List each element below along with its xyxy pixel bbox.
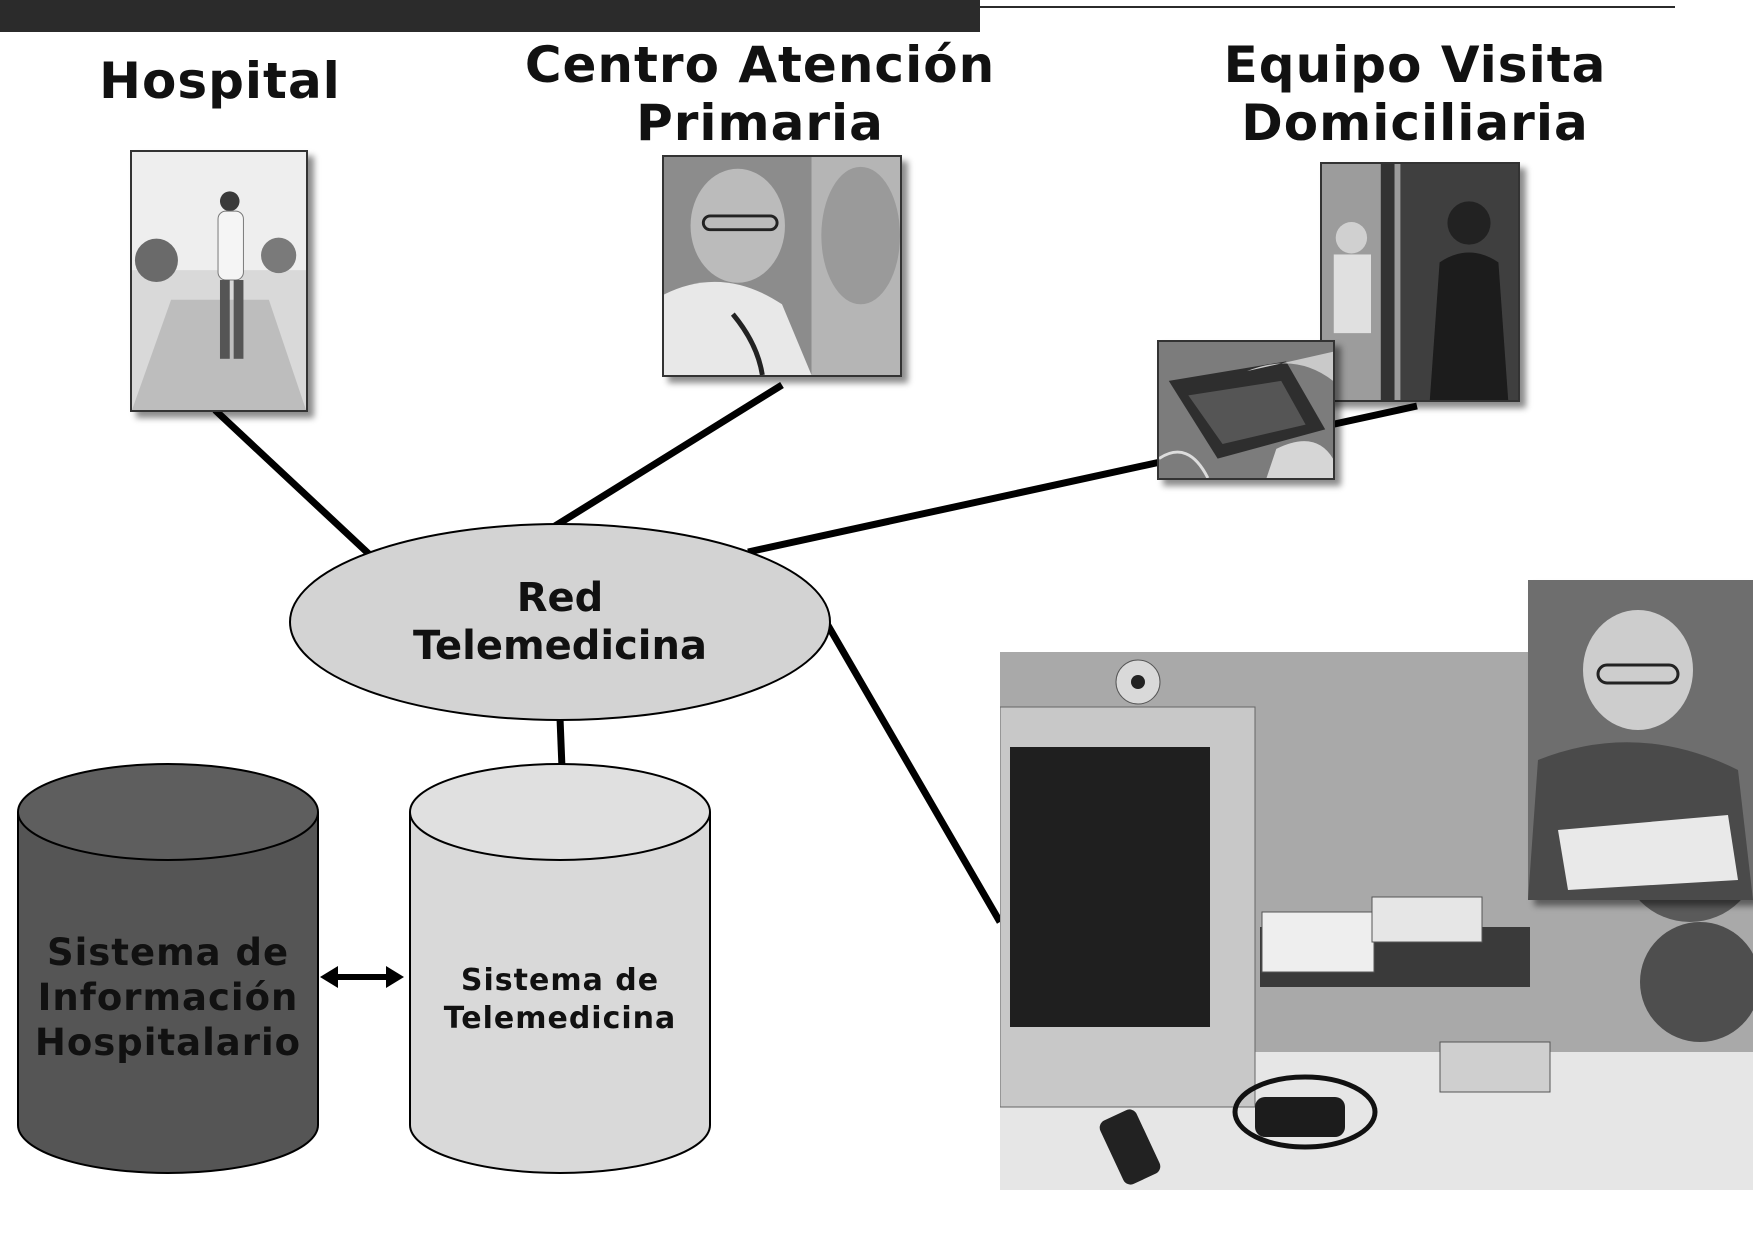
- telemedicine-database-cylinder: [409, 763, 711, 1174]
- tele-label-line2: Telemedicina: [443, 1001, 677, 1036]
- his-label-line1: Sistema de: [46, 931, 290, 974]
- home-visit-photo: [1320, 162, 1520, 402]
- tele-label-line1: Sistema de: [460, 963, 660, 998]
- laptop-photo: [1157, 340, 1335, 480]
- network-label-line1: Red: [516, 575, 604, 621]
- his-label-line2: Información: [37, 976, 299, 1019]
- his-database-label: Sistema de Información Hospitalario: [18, 930, 318, 1065]
- network-label-line2: Telemedicina: [413, 623, 707, 669]
- header-bar: [0, 0, 980, 32]
- network-node: [289, 523, 831, 721]
- heading-primary-care-line1: Centro Atención: [524, 36, 996, 94]
- telemedicine-database-label: Sistema de Telemedicina: [410, 962, 710, 1038]
- heading-primary-care: Centro Atención Primaria: [520, 36, 1000, 152]
- heading-home-visit-line1: Equipo Visita: [1223, 36, 1607, 94]
- link-hospital: [212, 407, 373, 558]
- hospital-photo: [130, 150, 308, 412]
- heading-primary-care-line2: Primaria: [636, 94, 884, 152]
- network-label: Red Telemedicina: [330, 574, 790, 670]
- heading-home-visit: Equipo Visita Domiciliaria: [1200, 36, 1630, 152]
- his-label-line3: Hospitalario: [34, 1021, 302, 1064]
- link-primary-care: [553, 382, 784, 529]
- elderly-patient-photo: [1528, 580, 1753, 900]
- link-database: [556, 717, 566, 769]
- heading-hospital: Hospital: [90, 52, 350, 110]
- header-rule: [980, 6, 1675, 8]
- bidirectional-arrow: [320, 966, 404, 988]
- heading-home-visit-line2: Domiciliaria: [1241, 94, 1589, 152]
- link-home-monitor: [822, 620, 1004, 924]
- primary-care-photo: [662, 155, 902, 377]
- heading-hospital-text: Hospital: [99, 52, 341, 110]
- his-database-cylinder: [17, 763, 319, 1174]
